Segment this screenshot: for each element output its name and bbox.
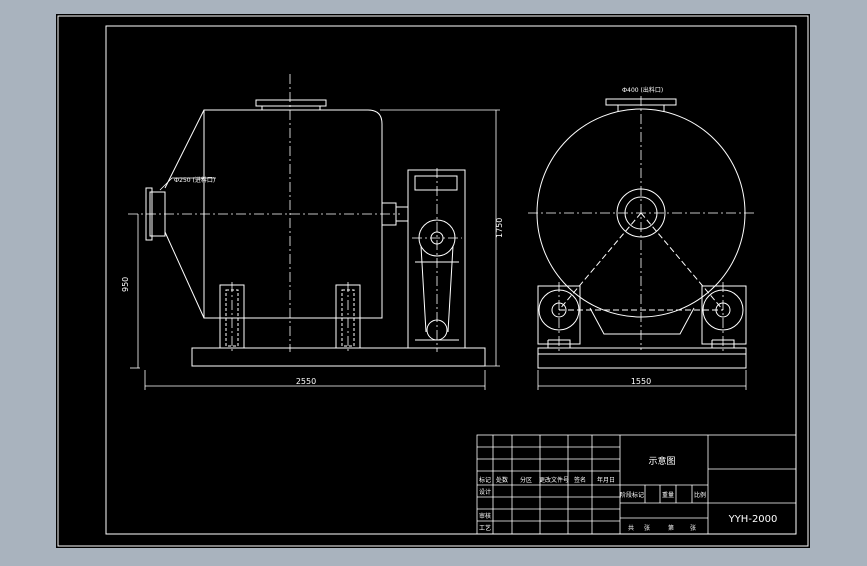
title-block <box>476 434 797 535</box>
tb-col-sign: 签名 <box>574 476 586 484</box>
top-flange <box>255 99 327 107</box>
tb-row-process: 工艺 <box>479 524 491 532</box>
dim-height-lower: 950 <box>121 277 130 292</box>
tb-sheets-unit-2: 张 <box>690 524 696 532</box>
tb-row-mark: 标记 <box>479 476 491 484</box>
inner-frame <box>105 25 797 535</box>
tank-body <box>203 109 383 319</box>
belt <box>420 245 454 333</box>
drawing-number: YYH-2000 <box>728 514 778 525</box>
dim-height: 1750 <box>495 218 504 238</box>
inlet-cone <box>164 109 205 319</box>
side-base <box>537 347 747 369</box>
top-outlet-label: Ф400 (出料口) <box>622 86 663 94</box>
tb-stage: 阶段标记 <box>620 491 644 499</box>
side-view <box>528 96 754 390</box>
front-view <box>128 74 500 390</box>
tb-sheets-unit-1: 张 <box>644 524 650 532</box>
inlet-label: Ф250 (进料口) <box>174 176 215 184</box>
tb-scale: 比例 <box>694 491 706 499</box>
drawing-sheet <box>56 14 810 548</box>
tb-sheets-total: 共 <box>628 524 634 532</box>
tb-weight: 重量 <box>662 491 674 499</box>
dim-width-right: 1550 <box>631 377 651 386</box>
right-roller-frame <box>701 285 747 345</box>
tb-col-doc: 更改文件号 <box>539 476 569 484</box>
tb-col-date: 年月日 <box>597 476 615 484</box>
tb-sheet-no: 第 <box>668 524 674 532</box>
dim-width-left: 2550 <box>296 377 316 386</box>
tb-row-review: 审核 <box>479 512 491 520</box>
drive-frame <box>407 169 466 349</box>
bottom-saddle <box>589 307 695 335</box>
outer-border <box>57 15 809 547</box>
tb-col-count: 处数 <box>496 476 508 484</box>
tb-row-design: 设计 <box>479 488 491 496</box>
tb-col-zone: 分区 <box>520 476 532 484</box>
drawing-title: 示意图 <box>648 455 675 467</box>
